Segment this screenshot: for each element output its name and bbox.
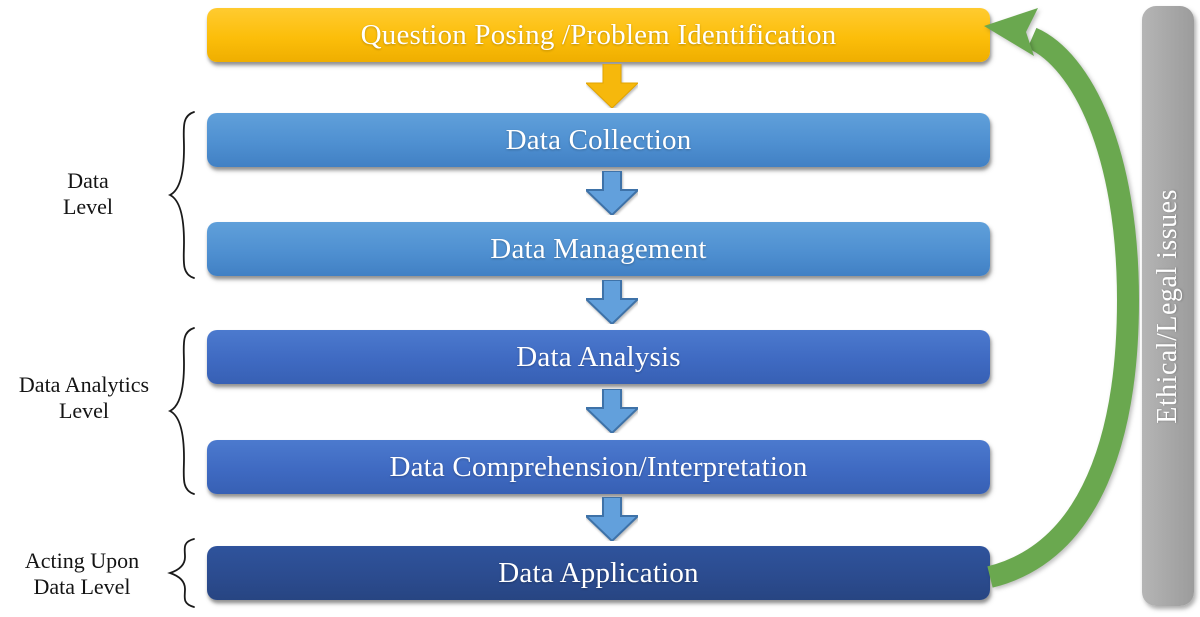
- level-label-line: Data Analytics: [18, 372, 150, 397]
- down-arrow-icon: [586, 64, 638, 108]
- level-label-line: Data Level: [33, 573, 131, 599]
- step-question-posing: Question Posing /Problem Identification: [207, 8, 990, 62]
- feedback-loop-arrow-icon: [984, 8, 1140, 588]
- step-label: Data Management: [490, 232, 707, 265]
- curly-brace-icon: [167, 327, 195, 495]
- step-data-analysis: Data Analysis: [207, 330, 990, 384]
- down-arrow-icon: [586, 171, 638, 215]
- ethical-legal-bar: Ethical/Legal issues: [1142, 6, 1194, 606]
- step-label: Data Collection: [505, 123, 692, 156]
- step-label: Question Posing /Problem Identification: [360, 18, 837, 51]
- down-arrow-icon: [586, 280, 638, 324]
- step-data-collection: Data Collection: [207, 113, 990, 167]
- down-arrow-icon: [586, 389, 638, 433]
- curly-brace-icon: [167, 538, 195, 608]
- level-label-line: Acting Upon: [24, 548, 140, 573]
- curly-brace-icon: [167, 111, 195, 279]
- level-label-line: Data: [67, 168, 109, 193]
- step-data-application: Data Application: [207, 546, 990, 600]
- level-label-data: Data Level: [18, 168, 158, 220]
- step-label: Data Application: [498, 556, 699, 589]
- level-label-acting: Acting Upon Data Level: [2, 548, 162, 600]
- step-data-management: Data Management: [207, 222, 990, 276]
- down-arrow-icon: [586, 497, 638, 541]
- step-data-comprehension: Data Comprehension/Interpretation: [207, 440, 990, 494]
- level-label-line: Level: [62, 193, 114, 219]
- ethical-legal-label: Ethical/Legal issues: [1152, 188, 1183, 424]
- level-label-analytics: Data Analytics Level: [0, 372, 168, 424]
- step-label: Data Analysis: [516, 340, 681, 373]
- level-label-line: Level: [58, 397, 110, 423]
- step-label: Data Comprehension/Interpretation: [389, 450, 808, 483]
